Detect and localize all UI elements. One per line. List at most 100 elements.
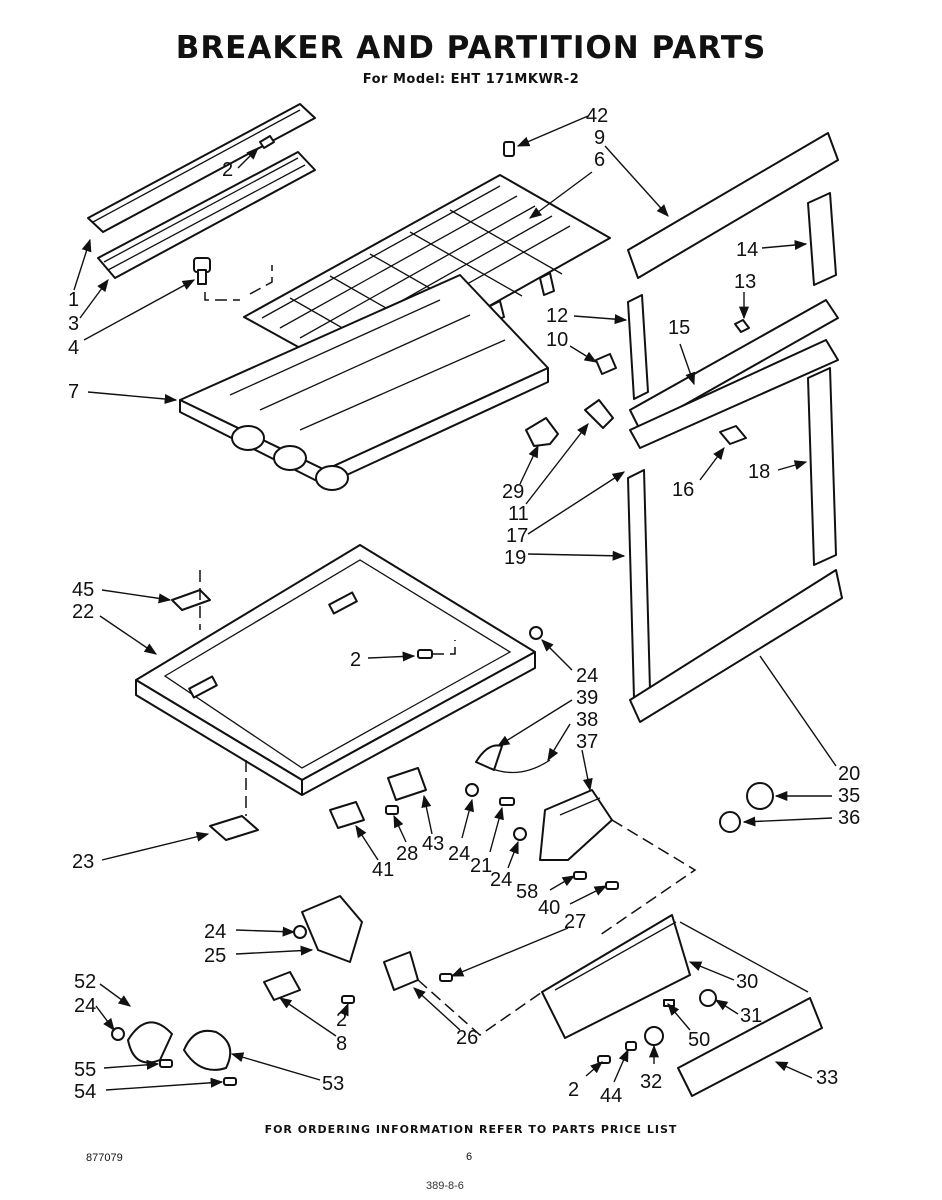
part-41-switch	[329, 801, 365, 829]
assembly-line-37	[599, 819, 697, 936]
part-2-screw-mid	[417, 649, 433, 659]
part-15-mid-rail	[629, 299, 839, 449]
part-44-screw	[625, 1041, 637, 1051]
part-22-partition-panel	[135, 544, 536, 796]
callout-9: 9	[594, 127, 605, 149]
callout-41: 41	[372, 859, 394, 881]
assembly-line-2	[432, 640, 456, 655]
part-42-screw	[503, 141, 515, 157]
part-24-nut-b	[465, 783, 479, 797]
callout-2-low: 2	[336, 1009, 347, 1031]
part-18-right-post	[807, 367, 837, 566]
part-19-left-post	[627, 469, 651, 699]
assembly-line-4	[204, 265, 273, 301]
callout-8: 8	[336, 1033, 347, 1055]
callout-26: 26	[456, 1027, 478, 1049]
callout-14: 14	[736, 239, 758, 261]
part-38-wire	[489, 759, 551, 774]
callout-1: 1	[68, 289, 79, 311]
callout-38: 38	[576, 709, 598, 731]
callout-30: 30	[736, 971, 758, 993]
callout-53: 53	[322, 1073, 344, 1095]
callout-37: 37	[576, 731, 598, 753]
callout-22: 22	[72, 601, 94, 623]
assembly-line-26	[417, 979, 546, 1036]
callout-11: 11	[508, 503, 529, 525]
part-11-bracket	[584, 399, 614, 429]
part-45-insert	[171, 589, 211, 611]
part-33-trim	[677, 997, 823, 1097]
part-54-screw	[223, 1077, 237, 1086]
callout-7: 7	[68, 381, 79, 403]
callout-21: 21	[470, 855, 492, 877]
callout-19: 19	[504, 547, 526, 569]
callout-27: 27	[564, 911, 586, 933]
callout-17: 17	[506, 525, 528, 547]
callout-44: 44	[600, 1085, 622, 1107]
callout-39: 39	[576, 687, 598, 709]
callout-23: 23	[72, 851, 94, 873]
callout-2: 2	[222, 159, 233, 181]
part-7-breaker-housing	[179, 274, 549, 491]
callout-16: 16	[672, 479, 694, 501]
callout-43: 43	[422, 833, 444, 855]
part-16-latch	[719, 425, 747, 445]
callout-20: 20	[838, 763, 860, 785]
part-3-trim-channel	[97, 151, 316, 279]
part-24-nut-e	[111, 1027, 125, 1041]
part-24-nut-c	[513, 827, 527, 841]
callout-6: 6	[594, 149, 605, 171]
part-12-left-post	[627, 294, 649, 400]
part-21-screw	[499, 797, 515, 806]
part-26-relay	[383, 951, 419, 991]
part-52-housing	[127, 1021, 173, 1064]
callout-24-c: 24	[490, 869, 512, 891]
part-28-screw	[385, 805, 399, 815]
part-58-screw	[573, 871, 587, 880]
callout-45: 45	[72, 579, 94, 601]
callout-50: 50	[688, 1029, 710, 1051]
part-24-nut-d	[293, 925, 307, 939]
part-10-hinge	[595, 353, 617, 375]
part-13-clip	[734, 319, 750, 333]
part-20-bottom-frame	[629, 569, 843, 723]
page-title: BREAKER AND PARTITION PARTS	[175, 30, 767, 66]
callout-24-top: 24	[576, 665, 598, 687]
ordering-note: FOR ORDERING INFORMATION REFER TO PARTS …	[264, 1123, 678, 1136]
part-40-screw	[605, 881, 619, 890]
callout-40: 40	[538, 897, 560, 919]
part-2-screw-top	[259, 135, 275, 149]
callout-36: 36	[838, 807, 860, 829]
part-39-cover	[475, 744, 503, 771]
part-32-knob	[644, 1026, 664, 1046]
document-number: 877079	[86, 1152, 123, 1164]
callout-25: 25	[204, 945, 226, 967]
callout-24-b: 24	[448, 843, 470, 865]
callout-13: 13	[734, 271, 756, 293]
callout-4: 4	[68, 337, 79, 359]
callout-55: 55	[74, 1059, 96, 1081]
part-30-control-panel	[541, 914, 691, 1039]
part-2-screw-bottom	[597, 1055, 611, 1064]
part-37-control-box	[539, 789, 613, 861]
page-number: 6	[466, 1151, 473, 1163]
part-31-knob	[699, 989, 717, 1007]
callout-33: 33	[816, 1067, 838, 1089]
callout-29: 29	[502, 481, 524, 503]
part-43-plate	[387, 767, 427, 801]
part-2-screw-low	[341, 995, 355, 1004]
callout-24-d: 24	[204, 921, 226, 943]
part-1-trim	[87, 103, 316, 233]
part-24-nut-top	[529, 626, 543, 640]
part-29-bracket	[525, 417, 559, 447]
part-23-light-socket	[209, 815, 259, 841]
callout-42: 42	[586, 105, 608, 127]
callout-54: 54	[74, 1081, 96, 1103]
callout-labels: 42 9 6 2 1 3 4 7 14 13 12 10 15 16 18 29…	[68, 105, 860, 1107]
date-stamp: 389-8-6	[426, 1180, 464, 1192]
callout-3: 3	[68, 313, 79, 335]
callout-24-e: 24	[74, 995, 96, 1017]
callout-31: 31	[740, 1005, 762, 1027]
part-27-screw	[439, 973, 453, 982]
